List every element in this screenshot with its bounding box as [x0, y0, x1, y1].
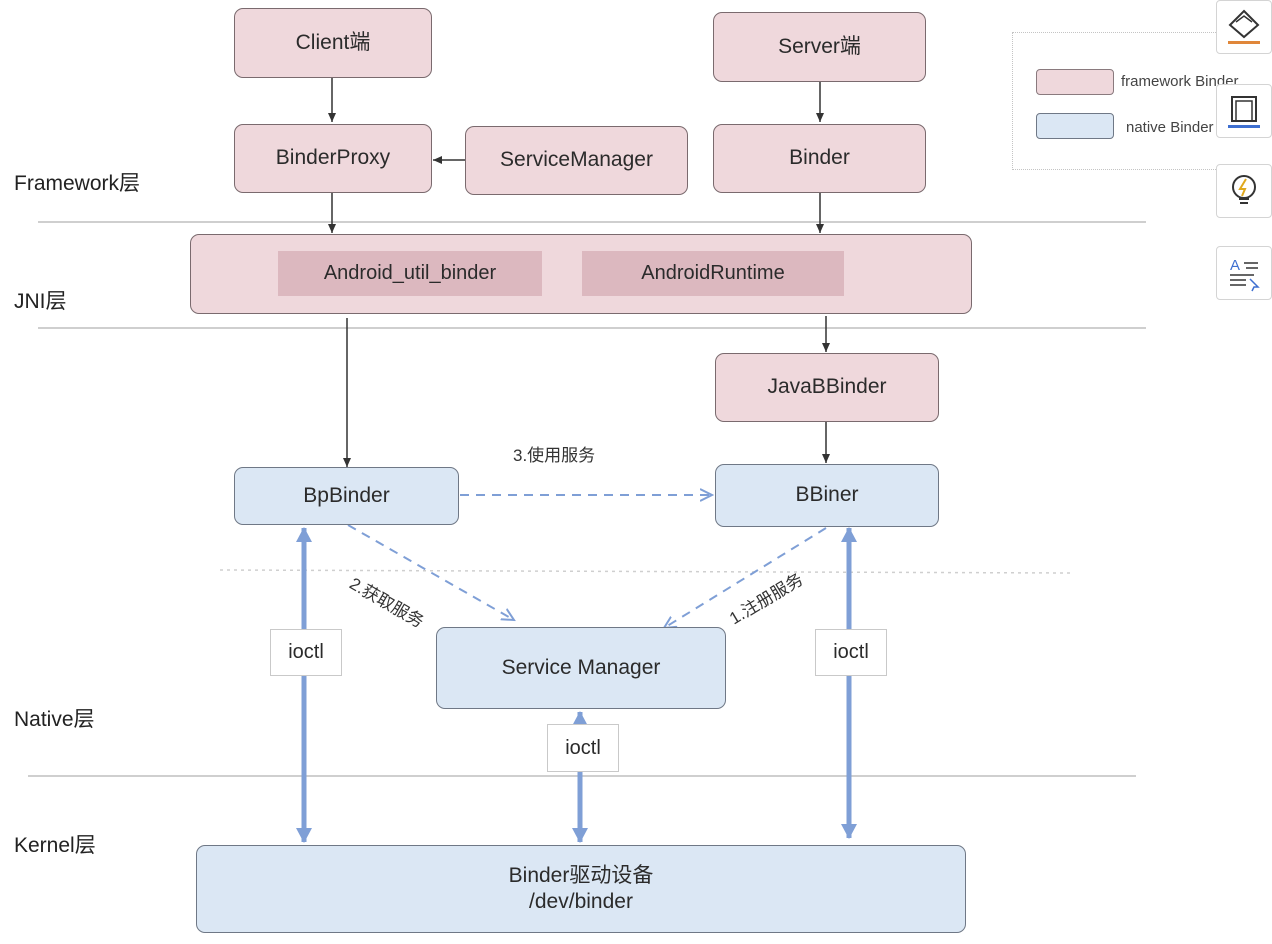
server-box[interactable]: Server端: [713, 12, 926, 82]
binder-driver-path: /dev/binder: [529, 890, 633, 913]
legend-swatch-native: [1036, 113, 1114, 139]
shape-diamond-icon: [1228, 9, 1260, 44]
bp-binder-box[interactable]: BpBinder: [234, 467, 459, 525]
binder-box[interactable]: Binder: [713, 124, 926, 193]
jni-container: Android_util_binder AndroidRuntime: [190, 234, 972, 314]
edge-label-use-service: 3.使用服务: [513, 446, 596, 465]
ioctl-label-client: ioctl: [270, 629, 342, 676]
client-box[interactable]: Client端: [234, 8, 432, 78]
shape-tool-button[interactable]: [1216, 0, 1272, 54]
layer-label-jni: JNI层: [14, 290, 67, 313]
android-runtime-block[interactable]: AndroidRuntime: [582, 251, 844, 296]
ideas-tool-button[interactable]: [1216, 164, 1272, 218]
service-manager-native-box[interactable]: Service Manager: [436, 627, 726, 709]
legend-label-native: native Binder: [1126, 119, 1214, 136]
divider-native-dotted: [219, 569, 1071, 574]
lightbulb-icon: [1232, 175, 1256, 204]
ioctl-label-server: ioctl: [815, 629, 887, 676]
ioctl-label-service-manager: ioctl: [547, 724, 619, 772]
legend: framework Binder native Binder: [1012, 32, 1272, 170]
svg-text:A: A: [1230, 257, 1240, 274]
layer-label-native: Native层: [14, 708, 95, 731]
binder-driver-title: Binder驱动设备: [508, 863, 654, 887]
legend-swatch-framework: [1036, 69, 1114, 95]
legend-label-framework: framework Binder: [1121, 73, 1239, 90]
bbiner-box[interactable]: BBiner: [715, 464, 939, 527]
java-bbinder-box[interactable]: JavaBBinder: [715, 353, 939, 422]
layer-label-framework: Framework层: [14, 172, 141, 195]
layer-label-kernel: Kernel层: [14, 834, 96, 857]
binder-proxy-box[interactable]: BinderProxy: [234, 124, 432, 193]
text-select-tool-button[interactable]: A: [1216, 246, 1272, 300]
frame-icon: [1228, 96, 1260, 128]
binder-driver-box[interactable]: Binder驱动设备 /dev/binder: [196, 845, 966, 933]
android-util-binder-block[interactable]: Android_util_binder: [278, 251, 542, 296]
frame-tool-button[interactable]: [1216, 84, 1272, 138]
text-select-icon: A: [1230, 257, 1260, 292]
service-manager-framework-box[interactable]: ServiceManager: [465, 126, 688, 195]
